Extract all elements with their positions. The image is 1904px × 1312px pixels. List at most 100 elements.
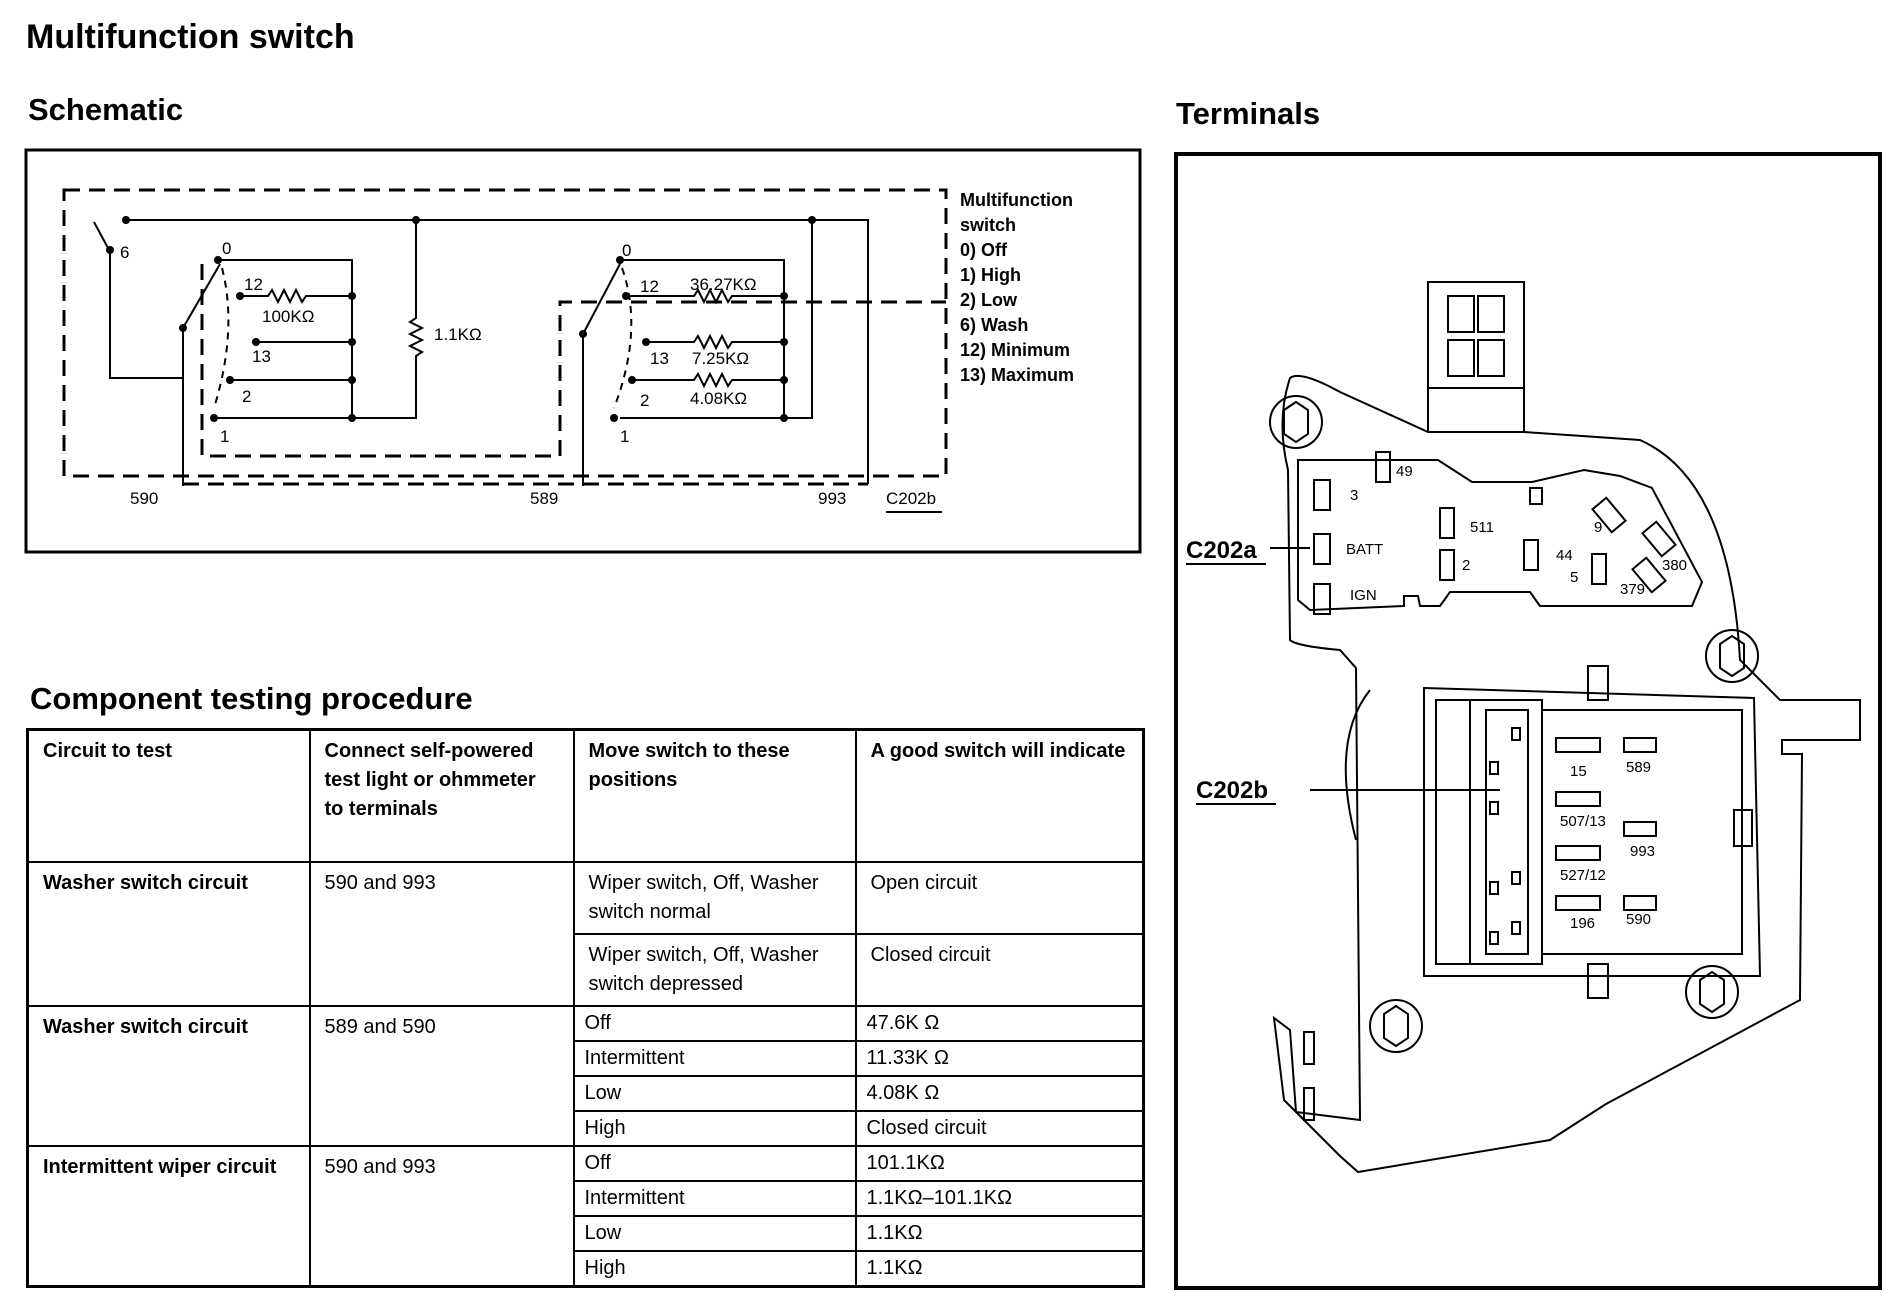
connector-label-c202b: C202b xyxy=(886,489,936,508)
pin-ign: IGN xyxy=(1350,587,1377,604)
result-cell: 47.6K Ω xyxy=(854,1004,1145,1042)
wire-label-589: 589 xyxy=(530,489,558,508)
left-switch-blade xyxy=(182,263,221,329)
pin-589: 589 xyxy=(1626,759,1651,776)
pin-batt: BATT xyxy=(1346,541,1383,558)
resistor-4k xyxy=(632,371,784,389)
table-row: Washer switch circuit 589 and 590 Off 47… xyxy=(26,1004,1145,1147)
label-right-pos-13: 13 xyxy=(650,349,669,368)
position-cell: Wiper switch, Off, Washer switch normal xyxy=(572,860,857,935)
pin-49: 49 xyxy=(1396,463,1413,480)
resistor-100k xyxy=(240,287,352,305)
circuit-cell: Intermittent wiper circuit xyxy=(26,1144,311,1287)
pin-44: 44 xyxy=(1556,547,1573,564)
table-row: Low 1.1KΩ xyxy=(28,1214,1145,1252)
resistor-1k1 xyxy=(352,222,425,419)
position-cell: Wiper switch, Off, Washer switch depress… xyxy=(572,932,857,1007)
top-plug xyxy=(1427,281,1525,389)
label-left-pos-2: 2 xyxy=(242,387,251,406)
position-cell: Intermittent xyxy=(572,1039,857,1077)
left-switch-arc xyxy=(213,267,230,409)
legend-item-high: 1) High xyxy=(960,265,1021,285)
resistor-7k xyxy=(646,333,784,351)
position-cell: Low xyxy=(572,1214,857,1252)
schematic-title: Schematic xyxy=(28,92,184,127)
table-row: High Closed circuit xyxy=(28,1109,1145,1147)
label-right-pos-12: 12 xyxy=(640,277,659,296)
legend-item-off: 0) Off xyxy=(960,240,1008,260)
schematic-labels: 6 0 12 100KΩ 13 2 1 1.1KΩ 0 12 36.27KΩ 1… xyxy=(120,190,1074,508)
table-row: High 1.1KΩ xyxy=(28,1249,1145,1287)
result-cell: 4.08K Ω xyxy=(854,1074,1145,1112)
pin-511: 511 xyxy=(1470,519,1494,536)
legend-title-2: switch xyxy=(960,215,1016,235)
pin-507-13: 507/13 xyxy=(1560,813,1606,830)
result-cell: 11.33K Ω xyxy=(854,1039,1145,1077)
pin-15: 15 xyxy=(1570,763,1587,780)
page-title: Multifunction switch xyxy=(26,18,355,56)
table-header-row: Circuit to test Connect self-powered tes… xyxy=(26,728,1145,863)
schematic xyxy=(24,148,1142,554)
right-switch-blade xyxy=(582,263,621,486)
label-7k: 7.25KΩ xyxy=(692,349,749,368)
testing-procedure-table: Circuit to test Connect self-powered tes… xyxy=(26,728,1145,1288)
c202b-label: C202b xyxy=(1196,777,1268,804)
position-cell: High xyxy=(572,1249,857,1287)
header-terminals: Connect self-powered test light or ohmme… xyxy=(308,728,575,863)
pin-2: 2 xyxy=(1462,557,1470,574)
c202a-label: C202a xyxy=(1186,537,1257,564)
terminals-title: Terminals xyxy=(1176,96,1321,131)
right-return xyxy=(784,220,813,419)
right-switch-arc xyxy=(613,267,633,409)
wash-wire xyxy=(109,252,183,379)
label-36k: 36.27KΩ xyxy=(690,275,757,294)
terminals-panel xyxy=(1174,152,1882,1290)
position-cell: Intermittent xyxy=(572,1179,857,1217)
result-cell: 101.1KΩ xyxy=(854,1144,1145,1182)
resistor-36k xyxy=(626,287,784,305)
pin-993: 993 xyxy=(1630,843,1655,860)
inner-boundary xyxy=(200,264,946,458)
label-1k1: 1.1KΩ xyxy=(434,325,482,344)
header-indication: A good switch will indicate xyxy=(854,728,1145,863)
pin-9: 9 xyxy=(1594,519,1602,536)
legend-item-low: 2) Low xyxy=(960,290,1018,310)
label-left-pos-12: 12 xyxy=(244,275,263,294)
result-cell: 1.1KΩ xyxy=(854,1249,1145,1287)
housing-arc xyxy=(1344,689,1371,841)
schematic-frame xyxy=(24,148,1142,554)
legend-item-wash: 6) Wash xyxy=(960,315,1028,335)
c202a-connector xyxy=(1297,459,1704,612)
terminals-cell: 590 and 993 xyxy=(308,860,575,1007)
table-row: Intermittent 1.1KΩ–101.1KΩ xyxy=(28,1179,1145,1217)
table-row: Intermittent 11.33K Ω xyxy=(28,1039,1145,1077)
testing-title: Component testing procedure xyxy=(30,681,473,716)
label-left-pos-0: 0 xyxy=(222,239,231,258)
circuit-cell: Washer switch circuit xyxy=(26,1004,311,1147)
table-row: Low 4.08K Ω xyxy=(28,1074,1145,1112)
position-cell: Low xyxy=(572,1074,857,1112)
label-right-pos-1: 1 xyxy=(620,427,629,446)
wash-switch-blade xyxy=(93,221,109,249)
pin-196: 196 xyxy=(1570,915,1595,932)
wire-label-993: 993 xyxy=(818,489,846,508)
left-ladder xyxy=(218,259,353,419)
result-cell: 1.1KΩ–101.1KΩ xyxy=(854,1179,1145,1217)
position-cell: Off xyxy=(572,1004,857,1042)
legend-item-minimum: 12) Minimum xyxy=(960,340,1070,360)
c202b-pins xyxy=(1489,727,1657,945)
pin-3: 3 xyxy=(1350,487,1358,504)
label-right-pos-0: 0 xyxy=(622,241,631,260)
switch-boundary xyxy=(62,188,948,478)
result-cell: Open circuit xyxy=(854,860,1145,935)
position-cell: Off xyxy=(572,1144,857,1182)
table-row: Intermittent wiper circuit 590 and 993 O… xyxy=(26,1144,1145,1287)
top-bus xyxy=(126,219,869,484)
position-cell: High xyxy=(572,1109,857,1147)
pin-590: 590 xyxy=(1626,911,1651,928)
pin-380: 380 xyxy=(1662,557,1687,574)
label-100k: 100KΩ xyxy=(262,307,314,326)
terminals-cell: 590 and 993 xyxy=(308,1144,575,1287)
result-cell: Closed circuit xyxy=(854,932,1145,1007)
